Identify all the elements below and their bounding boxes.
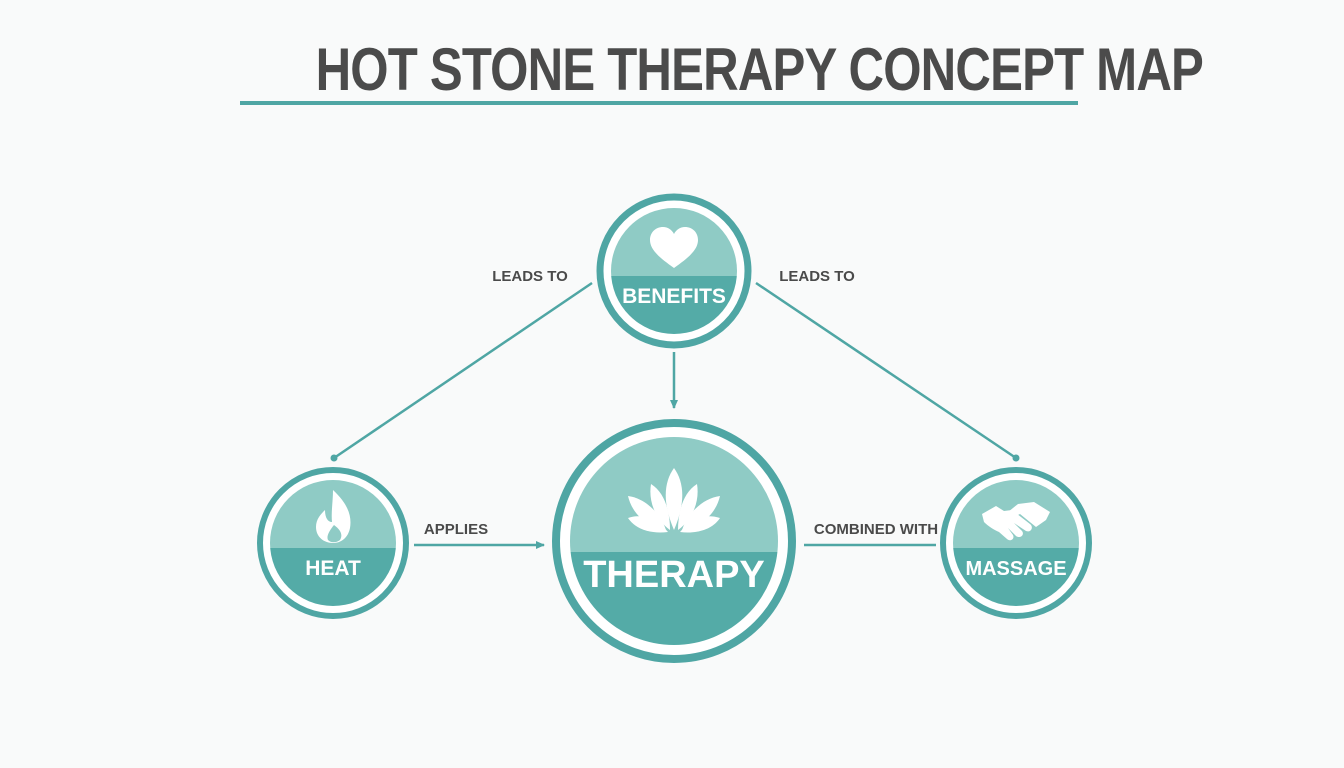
edge-label-leads-to-right: LEADS TO xyxy=(779,268,855,285)
node-label-heat: HEAT xyxy=(305,557,361,580)
edge-benefits-heat: LEADS TO xyxy=(330,268,593,462)
node-benefits: BENEFITS xyxy=(596,193,752,349)
node-therapy: THERAPY xyxy=(552,419,796,663)
edge-label-leads-to-left: LEADS TO xyxy=(492,268,568,285)
handshake-icon xyxy=(982,502,1050,541)
edge-label-applies: APPLIES xyxy=(424,521,488,538)
lotus-icon xyxy=(628,468,720,533)
node-label-therapy: THERAPY xyxy=(583,554,765,596)
node-heat: HEAT xyxy=(257,467,409,619)
node-label-benefits: BENEFITS xyxy=(622,285,726,308)
edge-therapy-massage: COMBINED WITH xyxy=(804,521,938,547)
edge-heat-therapy: APPLIES xyxy=(414,521,545,549)
edge-label-combined-with: COMBINED WITH xyxy=(814,521,938,538)
title-underline xyxy=(240,101,1078,105)
node-massage: MASSAGE xyxy=(940,467,1092,619)
node-label-massage: MASSAGE xyxy=(965,558,1066,580)
edge-benefits-massage: LEADS TO xyxy=(755,268,1020,462)
flame-icon xyxy=(316,490,351,543)
heart-icon xyxy=(650,227,698,268)
